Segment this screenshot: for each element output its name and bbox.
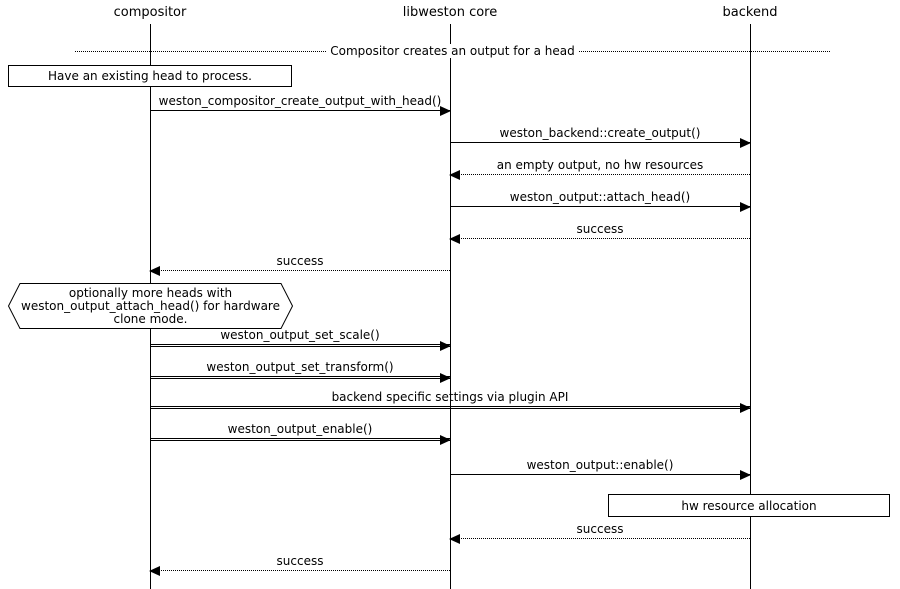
message-create-output-with-head: weston_compositor_create_output_with_hea…: [150, 94, 451, 116]
arrowhead-right-icon: [740, 403, 751, 413]
message-label: weston_compositor_create_output_with_hea…: [158, 94, 442, 108]
message-backend-enable: weston_output::enable(): [450, 458, 751, 480]
hexagon-outline-icon: [8, 283, 293, 329]
divider-label: Compositor creates an output for a head: [326, 44, 579, 58]
message-enable-success-backend: success: [449, 522, 750, 544]
arrowhead-right-icon: [440, 106, 451, 116]
arrow-double: [150, 435, 451, 445]
note-line: clone mode.: [113, 311, 188, 326]
message-backend-create-output: weston_backend::create_output(): [450, 126, 751, 148]
message-plugin-api: backend specific settings via plugin API: [150, 390, 751, 413]
message-label: backend specific settings via plugin API: [331, 390, 569, 404]
note-line: weston_output_attach_head() for hardware: [21, 298, 280, 313]
arrow-dotted: [149, 266, 450, 276]
entity-label-backend: backend: [722, 5, 778, 20]
message-label: weston_output_enable(): [227, 422, 373, 436]
message-label: weston_output_set_scale(): [220, 328, 380, 342]
message-empty-output-return: an empty output, no hw resources: [449, 158, 750, 180]
note-clone-mode-text: optionally more heads with weston_output…: [8, 283, 293, 329]
lifeline-libweston-core: [450, 24, 451, 589]
message-label: an empty output, no hw resources: [496, 158, 704, 172]
divider: Compositor creates an output for a head: [75, 44, 830, 58]
arrow-dotted: [449, 534, 750, 544]
message-label: weston_output::enable(): [526, 458, 674, 472]
note-clone-mode: optionally more heads with weston_output…: [8, 283, 293, 329]
arrow-solid: [450, 138, 751, 148]
entity-label-compositor: compositor: [113, 5, 187, 20]
message-set-scale: weston_output_set_scale(): [150, 328, 451, 351]
message-label: success: [276, 254, 324, 268]
arrowhead-right-icon: [740, 138, 751, 148]
arrowhead-left-icon: [449, 534, 460, 544]
arrowhead-right-icon: [440, 435, 451, 445]
arrow-dotted: [449, 234, 750, 244]
message-label: success: [276, 554, 324, 568]
message-label: success: [576, 522, 624, 536]
arrowhead-right-icon: [440, 373, 451, 383]
message-enable-success-core: success: [149, 554, 450, 576]
message-label: weston_output_set_transform(): [206, 360, 394, 374]
note-hw-resource-allocation: hw resource allocation: [608, 494, 890, 517]
message-create-success: success: [149, 254, 450, 276]
arrowhead-left-icon: [449, 170, 460, 180]
arrowhead-left-icon: [449, 234, 460, 244]
arrowhead-left-icon: [149, 566, 160, 576]
message-label: weston_output::attach_head(): [509, 190, 691, 204]
message-label: weston_backend::create_output(): [499, 126, 701, 140]
arrow-solid: [450, 470, 751, 480]
note-existing-head: Have an existing head to process.: [8, 65, 292, 87]
arrowhead-left-icon: [149, 266, 160, 276]
message-label: success: [576, 222, 624, 236]
arrowhead-right-icon: [440, 341, 451, 351]
arrow-solid: [150, 106, 451, 116]
arrow-double: [150, 403, 751, 413]
message-set-transform: weston_output_set_transform(): [150, 360, 451, 383]
arrow-double: [150, 373, 451, 383]
arrowhead-right-icon: [740, 470, 751, 480]
note-line: optionally more heads with: [68, 285, 233, 300]
lifeline-backend: [750, 24, 751, 589]
entity-label-libweston-core: libweston core: [402, 5, 498, 20]
message-attach-success: success: [449, 222, 750, 244]
arrow-solid: [450, 202, 751, 212]
arrow-dotted: [149, 566, 450, 576]
arrow-dotted: [449, 170, 750, 180]
message-output-enable: weston_output_enable(): [150, 422, 451, 445]
arrow-double: [150, 341, 451, 351]
arrowhead-right-icon: [740, 202, 751, 212]
message-attach-head: weston_output::attach_head(): [450, 190, 751, 212]
